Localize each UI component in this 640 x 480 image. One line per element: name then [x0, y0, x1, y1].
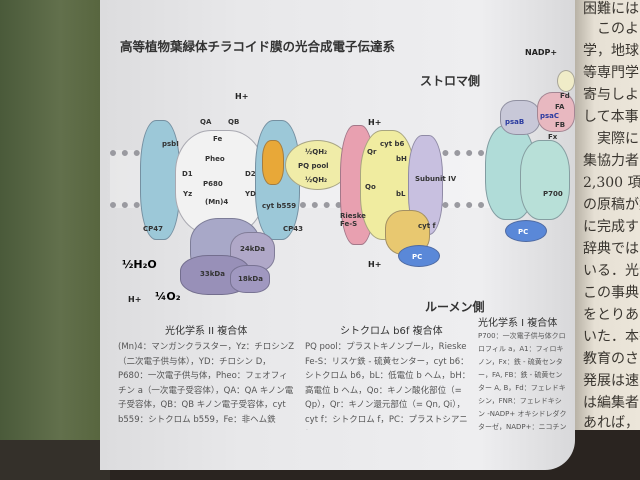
fe-label: Fe	[213, 135, 223, 143]
text-line: 教育のさま	[583, 351, 640, 367]
text-line: 困難には	[583, 1, 639, 17]
stroma-side-label: ストロマ側	[420, 74, 481, 88]
h-plus-b6f-lumen-label: H+	[368, 260, 382, 269]
oxygen-label: ¼O₂	[155, 290, 181, 303]
psac-label: psaC	[540, 112, 560, 120]
yz-label: Yz	[183, 190, 193, 198]
fb-label: FB	[555, 121, 566, 129]
pc-ps1-label: PC	[518, 228, 529, 236]
text-line: の原稿が集	[583, 197, 640, 213]
diagram-title: 高等植物葉緑体チラコイド膜の光合成電子伝達系	[120, 39, 396, 54]
text-line: 辞典ではな	[583, 241, 640, 257]
bl-label: bL	[396, 190, 406, 198]
ps2-legend: (Mn)4：マンガンクラスター，Yz：チロシンZ（二次電子供与体），YD：チロシ…	[118, 342, 295, 425]
ps2-caption: 光化学系 II 複合体	[165, 326, 248, 337]
h-plus-lumen-label: H+	[128, 295, 142, 304]
mn4-label: (Mn)4	[205, 198, 229, 206]
qr-label: Qr	[367, 148, 377, 156]
water-label: ½H₂O	[122, 258, 157, 271]
qh2-bottom-label: ½QH₂	[305, 176, 328, 184]
text-line: このよ	[597, 21, 639, 37]
subunit-iv-label: Subunit IV	[415, 175, 457, 183]
text-line: あれば，ご	[583, 415, 640, 431]
lumen-side-label: ルーメン側	[425, 300, 485, 314]
cyt-b6-label: cyt b6	[380, 140, 405, 148]
plastocyanin	[398, 245, 440, 267]
text-line: して本事	[583, 109, 639, 125]
cp47-label: CP47	[143, 225, 164, 233]
fx-label: Fx	[548, 133, 558, 141]
fd-label: Fd	[560, 92, 570, 100]
psac-subunit	[537, 92, 575, 132]
text-line: 等専門学	[583, 65, 639, 81]
text-line: 発展は速く	[583, 373, 640, 389]
24kda-label: 24kDa	[240, 245, 265, 253]
text-line: 2,300 項目	[583, 175, 640, 191]
book-cover-edge	[0, 440, 110, 480]
b6f-legend: PQ pool：プラストキノンプール，Rieske Fe-S：リスケ鉄 - 硫黄…	[305, 342, 471, 430]
yd-label: YD	[245, 190, 256, 198]
cyt-b559-label: cyt b559	[262, 202, 297, 210]
h-plus-label: H+	[235, 92, 249, 101]
fa-label: FA	[555, 103, 565, 111]
p700-label: P700	[543, 190, 563, 198]
bh-label: bH	[396, 155, 407, 163]
33kda-label: 33kDa	[200, 270, 225, 278]
cyt-f-label: cyt f	[418, 222, 436, 230]
text-line: 寄与しよ	[583, 87, 639, 103]
text-line: 実際に	[597, 131, 639, 147]
cp47-subunit	[140, 120, 180, 240]
d2-label: D2	[245, 170, 256, 178]
plastocyanin-ps1	[505, 220, 547, 242]
qa-label: QA	[200, 118, 212, 126]
p680-label: P680	[203, 180, 223, 188]
nadp-label: NADP+	[525, 48, 558, 57]
h-plus-b6f-label: H+	[368, 118, 382, 127]
18kda-label: 18kDa	[238, 275, 263, 283]
18kda-subunit	[230, 265, 270, 293]
ferredoxin	[557, 70, 575, 92]
text-line: いる．光合	[583, 263, 640, 279]
psab-label: psaB	[505, 118, 525, 126]
pheo-label: Pheo	[205, 155, 225, 163]
right-page: 困難には このよ 学，地球 等専門学 寄与しよ して本事 実際に 集協力者の 2…	[575, 0, 640, 431]
left-page	[100, 0, 575, 470]
psab-top	[500, 100, 540, 135]
pq-pool-label: PQ pool	[298, 162, 329, 170]
book-cover	[0, 0, 100, 480]
text-line: をとりあげ	[583, 307, 640, 323]
pc-label: PC	[412, 253, 423, 261]
qh2-top-label: ½QH₂	[305, 148, 328, 156]
text-line: いた．本書	[583, 329, 640, 345]
psaa-subunit	[520, 140, 570, 220]
b6f-caption: シトクロム b6f 複合体	[340, 326, 443, 337]
psbi-label: psbI	[162, 140, 179, 148]
qo-label: Qo	[365, 183, 376, 191]
cyt-b559	[262, 140, 284, 185]
cp43-label: CP43	[283, 225, 304, 233]
text-line: は編集者の	[583, 395, 640, 411]
ps1-legend: P700：一次電子供与体クロロフィル a，A1：フィロキノン，Fx：鉄 - 硫黄…	[478, 332, 567, 430]
text-line: 集協力者の	[583, 153, 640, 169]
d1-label: D1	[182, 170, 193, 178]
text-line: に完成する	[583, 219, 640, 235]
text-line: 学，地球	[583, 43, 639, 59]
rieske-label: Rieske Fe-S	[340, 212, 366, 228]
qb-label: QB	[228, 118, 240, 126]
ps1-caption: 光化学系 I 複合体	[478, 318, 558, 329]
text-line: この事典で	[583, 285, 640, 301]
